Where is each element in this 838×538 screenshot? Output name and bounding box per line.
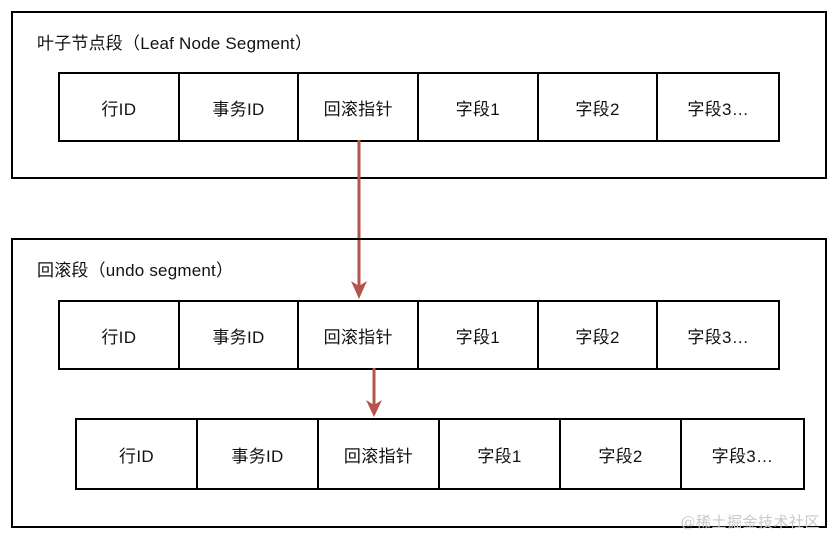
record-cell-field-2: 字段2 (538, 302, 659, 368)
record-cell-field-3: 字段3… (658, 74, 779, 140)
record-row-undo-second: 行ID 事务ID 回滚指针 字段1 字段2 字段3… (75, 418, 805, 490)
record-cell-rollback-pointer: 回滚指针 (319, 420, 440, 488)
record-cell-field-3: 字段3… (658, 302, 779, 368)
record-cell-field-1: 字段1 (419, 74, 539, 140)
record-cell-field-1: 字段1 (440, 420, 561, 488)
record-cell-field-3: 字段3… (682, 420, 803, 488)
watermark-text: @稀土掘金技术社区 (680, 513, 820, 531)
arrow-undo-to-undo-icon (366, 368, 382, 417)
segment-title-leaf-node: 叶子节点段（Leaf Node Segment） (37, 34, 313, 53)
record-cell-row-id: 行ID (77, 420, 198, 488)
record-cell-rollback-pointer: 回滚指针 (299, 74, 420, 140)
arrow-leaf-to-undo-icon (351, 140, 367, 299)
segment-box-undo: 回滚段（undo segment） (11, 238, 827, 528)
record-cell-transaction-id: 事务ID (179, 302, 300, 368)
record-cell-rollback-pointer: 回滚指针 (299, 302, 420, 368)
record-row-undo-first: 行ID 事务ID 回滚指针 字段1 字段2 字段3… (58, 300, 780, 370)
record-cell-transaction-id: 事务ID (198, 420, 319, 488)
record-cell-field-2: 字段2 (561, 420, 682, 488)
record-cell-transaction-id: 事务ID (179, 74, 300, 140)
record-cell-field-2: 字段2 (538, 74, 659, 140)
record-cell-row-id: 行ID (60, 74, 180, 140)
record-cell-field-1: 字段1 (419, 302, 539, 368)
record-cell-row-id: 行ID (60, 302, 180, 368)
segment-box-leaf-node: 叶子节点段（Leaf Node Segment） (11, 11, 827, 179)
segment-title-undo: 回滚段（undo segment） (37, 261, 234, 280)
record-row-leaf-node: 行ID 事务ID 回滚指针 字段1 字段2 字段3… (58, 72, 780, 142)
